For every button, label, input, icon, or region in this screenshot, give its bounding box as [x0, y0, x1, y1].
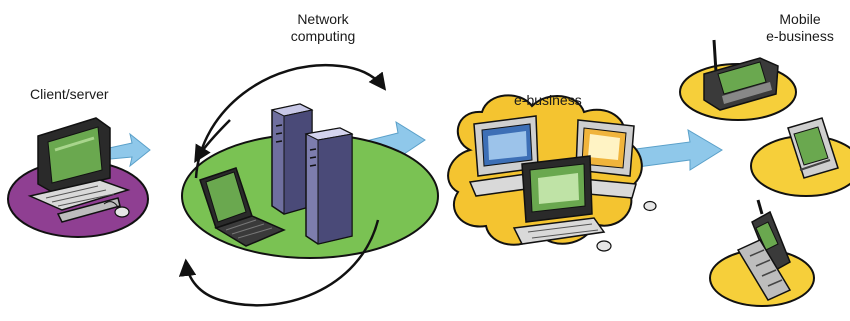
client-server-stage — [7, 117, 149, 238]
desktop-computer-icon — [564, 119, 657, 212]
phone-icon — [736, 199, 792, 301]
desktop-computer-icon — [468, 115, 550, 197]
mobile-ebusiness-label: Mobile e-business — [752, 11, 848, 45]
network-stage — [178, 63, 439, 307]
mobile-label-line2: e-business — [766, 28, 834, 44]
cycle-arrow-icon — [178, 63, 387, 307]
network-computing-label: Network computing — [268, 11, 378, 45]
client-server-label: Client/server — [30, 86, 109, 102]
network-label-line1: Network — [297, 11, 349, 27]
pda-icon — [787, 117, 839, 179]
mouse-icon — [103, 201, 130, 218]
mobile-stage — [679, 39, 850, 307]
server-icon — [304, 127, 354, 245]
ebusiness-stage — [447, 94, 657, 252]
desktop-computer-icon — [512, 155, 612, 252]
network-label-line2: computing — [290, 28, 356, 44]
ebusiness-label: e-business — [514, 92, 582, 108]
server-icon — [270, 103, 314, 215]
desktop-computer-icon — [27, 117, 131, 223]
laptop-icon — [199, 167, 286, 247]
pda-icon — [703, 39, 779, 111]
cycle-arrow-icon — [194, 119, 231, 164]
mobile-label-line1: Mobile — [779, 11, 821, 27]
